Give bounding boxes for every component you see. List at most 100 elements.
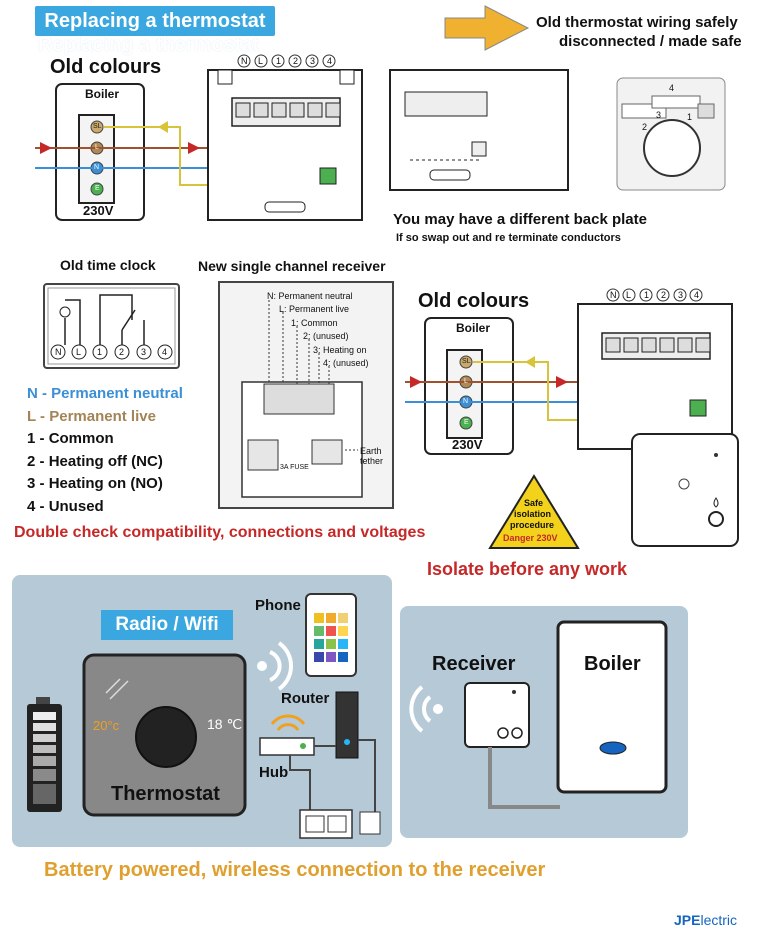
- voltage-label-top: 230V: [83, 203, 114, 218]
- terminal-label-n-mid: N: [610, 290, 617, 300]
- clock-terminal-3: 3: [141, 347, 147, 357]
- brand-logo: JPElectric: [674, 912, 737, 928]
- brand-rest: lectric: [700, 912, 738, 928]
- terminal-label-3-mid: 3: [678, 290, 684, 300]
- boiler-terminal-e-mid: E: [464, 419, 469, 426]
- receiver-label-1: 1: Common: [291, 318, 338, 328]
- old-colours-heading-top: Old colours: [50, 56, 162, 78]
- terminal-label-1-mid: 1: [644, 290, 650, 300]
- temperature-target: 18 ℃: [207, 716, 243, 732]
- terminal-label-1-top: 1: [276, 56, 282, 66]
- isolate-warning: Isolate before any work: [427, 559, 628, 579]
- boiler-terminal-l-mid: L: [464, 378, 468, 385]
- hub-label: Hub: [259, 764, 289, 781]
- legend-row: N - Permanent neutral: [27, 385, 183, 408]
- boiler-device-bottom: [556, 620, 668, 794]
- boiler-terminal-box-mid: [424, 317, 514, 455]
- red-arrow-mid-icon: [410, 356, 568, 388]
- plate-number-1: 1: [687, 112, 693, 122]
- thermostat-backplate-top: [207, 69, 363, 221]
- receiver-unit-mid: [631, 433, 739, 547]
- disconnected-note-line2: disconnected / made safe: [559, 33, 742, 50]
- clock-terminal-2: 2: [119, 347, 125, 357]
- old-colours-heading-mid: Old colours: [418, 290, 530, 312]
- clock-terminal-4: 4: [162, 347, 168, 357]
- backplate-screws-top: [235, 102, 341, 118]
- backplate-alternate: [389, 69, 569, 191]
- page-title-reflection: Replacing a thermostat: [38, 34, 260, 56]
- legend-key: 3 -: [27, 475, 45, 492]
- boiler-terminal-n-mid: N: [463, 398, 469, 405]
- boiler-terminal-sl-top: SL: [93, 123, 102, 130]
- back-plate-subnote: If so swap out and re terminate conducto…: [396, 232, 621, 244]
- receiver-earth-label: Earth: [360, 446, 382, 456]
- disconnected-note-line1: Old thermostat wiring safely: [536, 14, 738, 31]
- legend-key: N -: [27, 385, 47, 402]
- brand-prefix: JPE: [674, 912, 701, 928]
- receiver-device-bottom: [464, 682, 530, 748]
- router-label: Router: [281, 690, 330, 707]
- terminal-label-l-mid: L: [626, 290, 632, 300]
- plate-number-4: 4: [669, 83, 675, 93]
- legend-text: Permanent neutral: [51, 385, 183, 402]
- boiler-terminal-sl-mid: SL: [462, 358, 471, 365]
- page-title: Replacing a thermostat: [35, 6, 275, 36]
- legend-text: Unused: [48, 497, 104, 515]
- hub-device: [259, 737, 315, 756]
- plate-number-3: 3: [656, 110, 662, 120]
- receiver-label-l: L: Permanent live: [279, 304, 350, 314]
- boiler-label-top: Boiler: [85, 87, 120, 101]
- receiver-label-3: 3: Heating on: [313, 345, 367, 355]
- legend-row: 3 - Heating on (NO): [27, 475, 183, 498]
- boiler-terminal-l-top: L: [95, 144, 99, 151]
- battery-note: Battery powered, wireless connection to …: [44, 859, 546, 881]
- receiver-label-4: 4: (unused): [323, 358, 369, 368]
- hazard-text-1: Safe: [524, 498, 544, 508]
- receiver-fuse-label: 3A FUSE: [280, 464, 309, 471]
- plate-number-2: 2: [642, 122, 648, 132]
- terminal-number-circles-top: [237, 54, 336, 68]
- terminal-label-2-top: 2: [293, 56, 299, 66]
- round-backplate: [616, 77, 726, 191]
- phone-device: [305, 593, 357, 677]
- network-cables: [289, 739, 376, 812]
- orange-arrow-icon: [444, 5, 530, 51]
- legend-key: 1 -: [27, 430, 45, 447]
- legend-text: Heating on (NO): [48, 475, 163, 492]
- receiver-heading: New single channel receiver: [198, 258, 386, 274]
- legend-row: 1 - Common: [27, 430, 183, 453]
- clock-terminal-1: 1: [97, 347, 103, 357]
- hazard-text-2: isolation: [514, 509, 552, 519]
- thermostat-label: Thermostat: [111, 783, 220, 805]
- boiler-terminal-n-top: N: [94, 164, 100, 171]
- hazard-warning-icon: [488, 474, 580, 549]
- terminal-legend: N - Permanent neutral L - Permanent live…: [27, 385, 183, 520]
- boiler-terminal-e-top: E: [95, 185, 100, 192]
- legend-key: 2 -: [27, 452, 45, 470]
- legend-row: 4 - Unused: [27, 498, 183, 521]
- receiver-label: Receiver: [432, 653, 516, 675]
- boiler-label-bottom: Boiler: [584, 653, 641, 675]
- wifi-signal-icon: [257, 641, 293, 691]
- time-clock-terminals: [50, 344, 173, 360]
- receiver-wifi-icon: [409, 685, 443, 733]
- router-wifi-icon: [270, 714, 306, 731]
- phone-label: Phone: [255, 597, 301, 614]
- terminal-label-2-mid: 2: [661, 290, 667, 300]
- boiler-label-mid: Boiler: [456, 321, 491, 335]
- battery-icon: [27, 697, 62, 812]
- voltage-label-mid: 230V: [452, 437, 483, 452]
- red-arrow-icon: [40, 121, 200, 154]
- legend-text: Permanent live: [49, 407, 156, 425]
- back-plate-note: You may have a different back plate: [393, 211, 647, 228]
- thermostat-backplate-mid: [577, 303, 733, 450]
- legend-text: Heating off (NC): [48, 452, 163, 470]
- legend-key: L -: [27, 407, 46, 425]
- terminal-label-n-top: N: [241, 56, 248, 66]
- thermostat-device: [82, 653, 247, 817]
- power-socket-icon: [299, 809, 381, 839]
- temperature-current: 20°c: [93, 718, 120, 733]
- terminal-label-4-top: 4: [327, 56, 333, 66]
- clock-terminal-l: L: [76, 347, 82, 357]
